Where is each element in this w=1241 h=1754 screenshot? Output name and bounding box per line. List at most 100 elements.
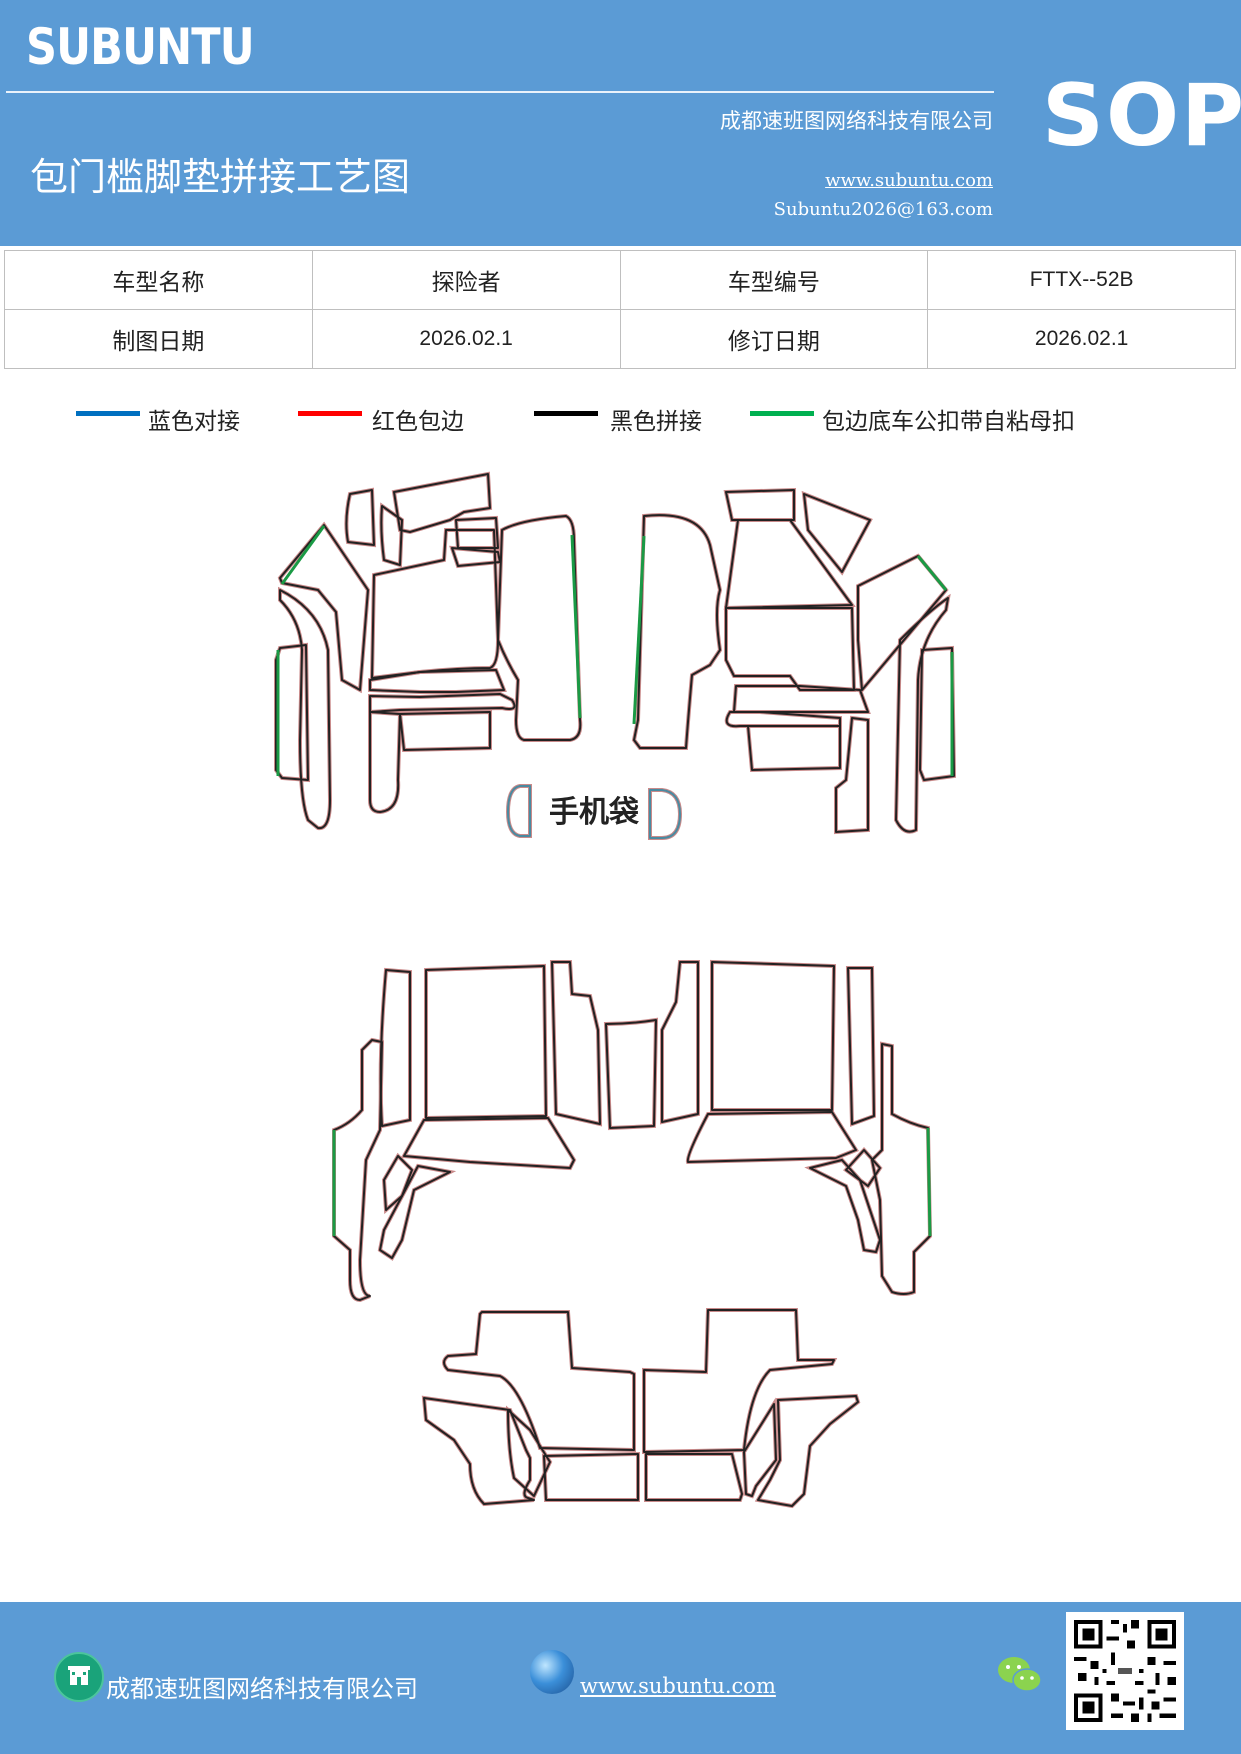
page-header: SUBUNTU 成都速班图网络科技有限公司 包门槛脚垫拼接工艺图 www.sub…: [0, 0, 1241, 246]
mat-piece: [835, 717, 869, 833]
mat-piece: [757, 1395, 859, 1507]
edge-binding: [642, 1308, 838, 1455]
edge-binding: [332, 1037, 385, 1303]
mat-piece: [507, 1409, 551, 1497]
edge-binding: [400, 1115, 577, 1171]
mat-piece: [399, 711, 491, 751]
mat-piece: [543, 1453, 639, 1501]
qr-code[interactable]: [1066, 1612, 1184, 1730]
mat-piece: [725, 607, 855, 691]
velcro-edge: [926, 1127, 932, 1237]
legend-label: 红色包边: [372, 409, 464, 435]
mat-piece: [423, 1397, 535, 1505]
legend-swatch-black: [534, 411, 598, 416]
legend-swatch-red: [298, 411, 362, 416]
footer-website-link[interactable]: www.subuntu.com: [580, 1674, 776, 1698]
edge-binding: [723, 487, 796, 522]
document-title: 包门槛脚垫拼接工艺图: [30, 155, 411, 199]
edge-binding: [453, 515, 501, 550]
brand-logo: SUBUNTU: [26, 18, 255, 76]
edge-binding: [344, 487, 377, 548]
mat-piece: [919, 647, 955, 781]
email-address: Subuntu2026@163.com: [773, 199, 993, 220]
globe-icon: [530, 1650, 574, 1694]
edge-binding: [424, 963, 549, 1121]
edge-binding: [801, 490, 873, 576]
vehicle-info-table: 车型名称 探险者 车型编号 FTTX--52B 制图日期 2026.02.1 修…: [4, 250, 1236, 369]
floor-mat-diagram: 手机袋: [274, 471, 957, 1509]
mat-piece: [425, 965, 547, 1119]
velcro-edge: [632, 535, 646, 725]
edge-binding: [397, 709, 492, 753]
mat-piece: [605, 1019, 657, 1129]
legend: 蓝色对接 红色包边 黑色拼接 包边底车公扣带自粘母扣: [0, 400, 1241, 440]
legend-swatch-green: [750, 411, 814, 416]
cell-value: FTTX--52B: [927, 250, 1236, 310]
legend-label: 黑色拼接: [610, 409, 702, 435]
mat-piece: [871, 1043, 931, 1295]
edge-binding: [917, 645, 957, 783]
mat-piece: [845, 1149, 881, 1187]
legend-swatch-blue: [76, 411, 140, 416]
edge-binding: [710, 959, 837, 1112]
website-link[interactable]: www.subuntu.com: [825, 170, 993, 191]
phone-pocket-right: [649, 789, 681, 839]
mat-piece: [803, 493, 871, 573]
company-name: 成都速班图网络科技有限公司: [720, 109, 993, 133]
mat-piece: [725, 519, 853, 609]
mat-piece: [379, 969, 411, 1127]
mat-piece: [275, 644, 309, 781]
edge-binding: [541, 1451, 640, 1502]
cell-label: 车型编号: [619, 250, 929, 310]
cell-value: 探险者: [311, 250, 621, 310]
mat-piece: [380, 505, 403, 566]
mat-piece: [279, 524, 369, 691]
mat-piece: [403, 1117, 575, 1169]
velcro-edge: [916, 555, 948, 591]
cell-value: 2026.02.1: [927, 309, 1236, 369]
velcro-edge: [280, 525, 326, 585]
table-row: 制图日期 2026.02.1 修订日期 2026.02.1: [4, 309, 1236, 369]
edge-binding: [277, 521, 371, 694]
sop-badge: SOP: [1042, 66, 1241, 166]
mat-piece: [733, 685, 869, 713]
edge-binding: [685, 1109, 859, 1165]
edge-binding: [377, 1163, 457, 1261]
mat-piece: [661, 961, 699, 1123]
mat-piece: [643, 1309, 835, 1453]
mat-piece: [443, 1311, 635, 1451]
edge-binding: [421, 1395, 535, 1507]
header-divider: [6, 91, 994, 93]
mat-piece: [645, 1453, 743, 1501]
legend-label: 包边底车公扣带自粘母扣: [822, 409, 1075, 435]
edge-binding: [495, 513, 583, 742]
mat-piece: [633, 514, 721, 749]
edge-binding: [368, 667, 507, 694]
mat-piece: [857, 555, 947, 691]
edge-binding: [644, 1452, 745, 1502]
mat-piece: [725, 711, 841, 728]
table-row: 车型名称 探险者 车型编号 FTTX--52B: [4, 250, 1236, 310]
mat-piece: [551, 961, 601, 1125]
edge-binding: [603, 1017, 659, 1131]
edge-binding: [631, 513, 723, 750]
edge-binding: [368, 709, 403, 815]
mat-piece: [725, 489, 795, 521]
mat-piece: [393, 473, 491, 533]
mat-piece: [345, 489, 375, 546]
mat-piece: [369, 711, 401, 813]
edge-binding: [442, 1310, 636, 1453]
footer-company: 成都速班图网络科技有限公司: [106, 1675, 418, 1703]
phone-pocket-left: [507, 785, 531, 837]
mat-piece: [809, 1159, 881, 1253]
mat-piece: [743, 1403, 777, 1497]
cell-label: 制图日期: [4, 309, 313, 369]
wechat-icon: [996, 1654, 1044, 1696]
mat-piece: [497, 515, 582, 741]
mat-piece: [455, 517, 499, 549]
mat-piece: [279, 589, 331, 830]
mat-piece: [847, 967, 875, 1125]
mat-piece: [895, 597, 949, 833]
mat-piece: [369, 669, 505, 693]
mat-piece: [379, 1165, 451, 1259]
